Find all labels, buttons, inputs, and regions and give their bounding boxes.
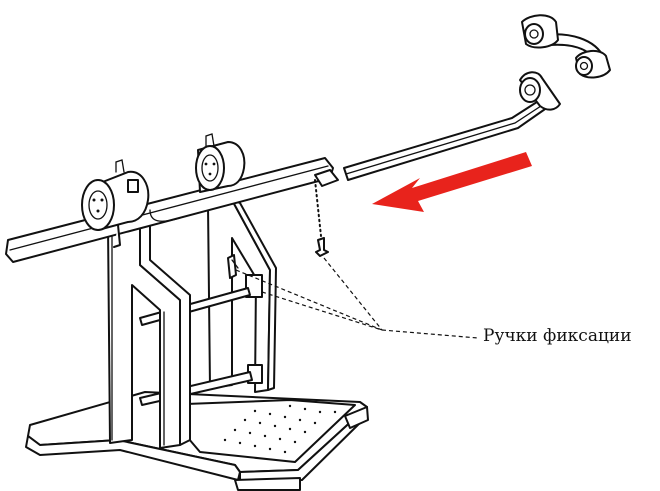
foot-plate-holes	[223, 404, 337, 454]
front-drum	[81, 159, 150, 248]
front-upright	[107, 217, 191, 449]
fixation-knob-separate	[315, 237, 329, 257]
base-frame	[25, 391, 369, 491]
insert-direction-arrow	[372, 152, 532, 212]
fixation-knob-upper	[227, 254, 239, 279]
rear-drum	[195, 133, 246, 193]
main-handlebar	[5, 157, 339, 263]
detached-arm-attachment	[343, 14, 611, 181]
callout-leaders	[235, 257, 479, 339]
knob-insertion-path	[314, 179, 322, 237]
fixation-knobs-label: Ручки фиксации	[483, 326, 632, 346]
